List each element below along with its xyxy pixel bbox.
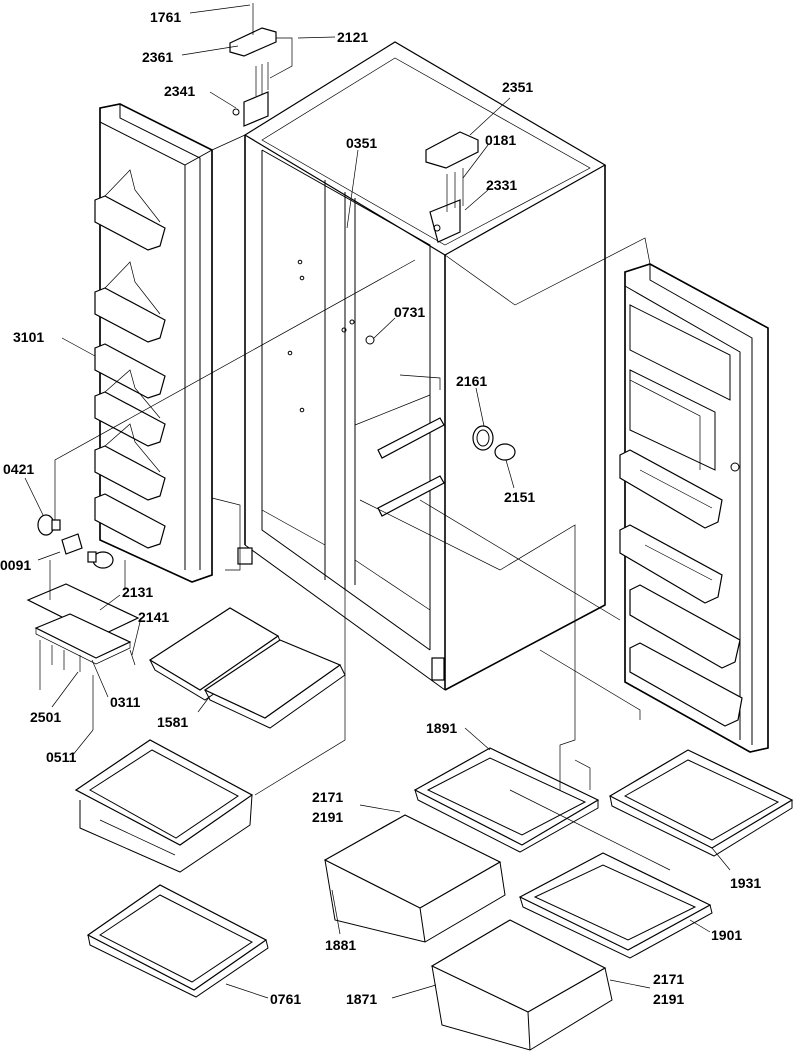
label-2121: 2121: [337, 29, 368, 45]
label-2161: 2161: [456, 373, 487, 389]
leader-lines: [24, 4, 731, 999]
label-3101: 3101: [13, 329, 44, 345]
fresh-food-door: [619, 263, 769, 753]
freezer-shelf-0761: [86, 884, 269, 998]
label-2361: 2361: [142, 49, 173, 65]
label-1931: 1931: [730, 875, 761, 891]
label-0421: 0421: [3, 461, 34, 477]
label-1901: 1901: [711, 927, 742, 943]
freezer-shelves: [148, 607, 346, 729]
label-0731: 0731: [394, 304, 425, 320]
label-2171-lower: 2171: [653, 971, 684, 987]
label-0351: 0351: [346, 135, 377, 151]
label-1871: 1871: [346, 991, 377, 1007]
label-2131: 2131: [122, 584, 153, 600]
freezer-door: [94, 103, 213, 583]
label-2171-upper: 2171: [312, 789, 343, 805]
label-2191-lower: 2191: [653, 991, 684, 1007]
label-0091: 0091: [0, 557, 31, 573]
label-2331: 2331: [486, 177, 517, 193]
lamp-assembly: [26, 514, 140, 730]
left-top-hinge-assembly: [229, 3, 293, 127]
label-0181: 0181: [485, 132, 516, 148]
shelf-1931: [608, 749, 794, 857]
control-knob: [365, 335, 516, 461]
label-0311: 0311: [110, 694, 141, 710]
assembly-guide-lines: [49, 134, 671, 871]
crisper-drawer-1881: [323, 814, 506, 943]
right-top-hinge-assembly: [425, 131, 479, 243]
crisper-drawer-1871: [430, 919, 613, 1051]
label-0511: 0511: [46, 749, 77, 765]
crisper-cover-1901: [518, 852, 713, 959]
cabinet: [237, 41, 607, 691]
label-1891: 1891: [426, 720, 457, 736]
label-1761: 1761: [150, 9, 181, 25]
label-2191-upper: 2191: [312, 809, 343, 825]
label-2341: 2341: [164, 83, 195, 99]
label-0761: 0761: [270, 991, 301, 1007]
part-labels: 1761 2361 2121 2341 2351 0351 0181 2331 …: [0, 9, 761, 1007]
crisper-cover-1891: [413, 747, 600, 853]
freezer-bin: [74, 739, 254, 873]
label-2501: 2501: [30, 709, 61, 725]
label-2351: 2351: [502, 79, 533, 95]
label-2141: 2141: [138, 609, 169, 625]
label-2151: 2151: [504, 489, 535, 505]
label-1881: 1881: [325, 937, 356, 953]
label-1581: 1581: [157, 714, 188, 730]
